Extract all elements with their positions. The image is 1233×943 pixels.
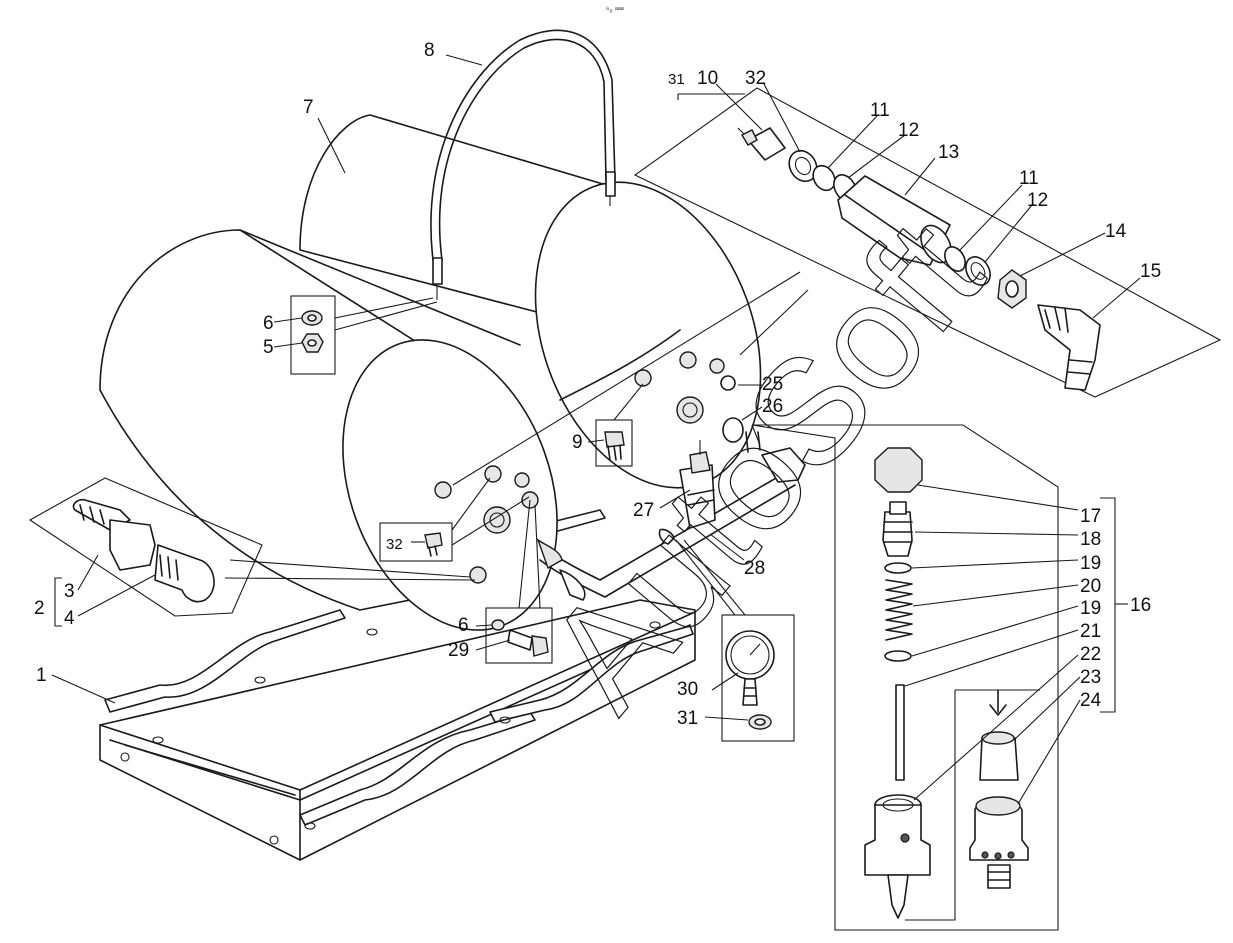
tank-strap bbox=[430, 29, 616, 300]
callout-7: 7 bbox=[303, 97, 314, 118]
callout-10: 10 bbox=[697, 68, 718, 89]
strap-nut-box bbox=[290, 295, 438, 375]
callout-17: 17 bbox=[1080, 506, 1101, 527]
header-mark: ⁶₀ ᵃᵃᵃ bbox=[606, 5, 625, 14]
callout-25: 25 bbox=[762, 374, 783, 395]
callout-31b: 31 bbox=[677, 708, 698, 729]
callout-24: 24 bbox=[1080, 690, 1102, 711]
callout-12b: 12 bbox=[1027, 190, 1048, 211]
callout-19b: 19 bbox=[1080, 598, 1101, 619]
callout-5: 5 bbox=[263, 337, 274, 358]
callout-15: 15 bbox=[1140, 261, 1161, 282]
callout-19a: 19 bbox=[1080, 553, 1101, 574]
callout-1: 1 bbox=[36, 665, 47, 686]
callout-20: 20 bbox=[1080, 576, 1101, 597]
callout-9: 9 bbox=[572, 432, 583, 453]
callout-14: 14 bbox=[1105, 221, 1127, 242]
plug-32-box bbox=[379, 477, 530, 562]
callout-32a: 32 bbox=[745, 68, 766, 89]
callout-28: 28 bbox=[744, 558, 765, 579]
callout-labels: 1 2 3 4 5 6 6 7 8 9 31 10 32 11 12 13 11… bbox=[34, 40, 1161, 729]
bolt-29-box bbox=[485, 499, 553, 664]
bracket-2 bbox=[54, 577, 62, 627]
callout-22: 22 bbox=[1080, 644, 1101, 665]
valve-27 bbox=[658, 440, 716, 545]
drain-valve-panel bbox=[28, 477, 476, 617]
callout-4: 4 bbox=[64, 608, 75, 629]
callout-30: 30 bbox=[677, 679, 698, 700]
callout-32b: 32 bbox=[386, 536, 403, 553]
callout-29: 29 bbox=[448, 640, 469, 661]
callout-26: 26 bbox=[762, 396, 783, 417]
callout-18: 18 bbox=[1080, 529, 1101, 550]
callout-12a: 12 bbox=[898, 120, 919, 141]
callout-3: 3 bbox=[64, 581, 75, 602]
callout-6a: 6 bbox=[263, 313, 274, 334]
callout-11a: 11 bbox=[870, 100, 890, 121]
callout-21: 21 bbox=[1080, 621, 1101, 642]
callout-31a: 31 bbox=[668, 71, 685, 88]
callout-8: 8 bbox=[424, 40, 435, 61]
valve-16-group bbox=[751, 424, 1128, 931]
tank-ports bbox=[434, 351, 744, 584]
callout-6b: 6 bbox=[458, 615, 469, 636]
callout-16: 16 bbox=[1130, 595, 1151, 616]
callout-2: 2 bbox=[34, 598, 45, 619]
line-filter-panel bbox=[452, 87, 1222, 486]
callout-23: 23 bbox=[1080, 667, 1101, 688]
callout-11b: 11 bbox=[1019, 168, 1039, 189]
leader-lines bbox=[51, 54, 1141, 805]
pipe-28 bbox=[536, 431, 806, 601]
plug-9 bbox=[595, 383, 644, 467]
callout-13: 13 bbox=[938, 142, 959, 163]
gauge-box bbox=[675, 539, 795, 742]
callout-27: 27 bbox=[633, 500, 654, 521]
